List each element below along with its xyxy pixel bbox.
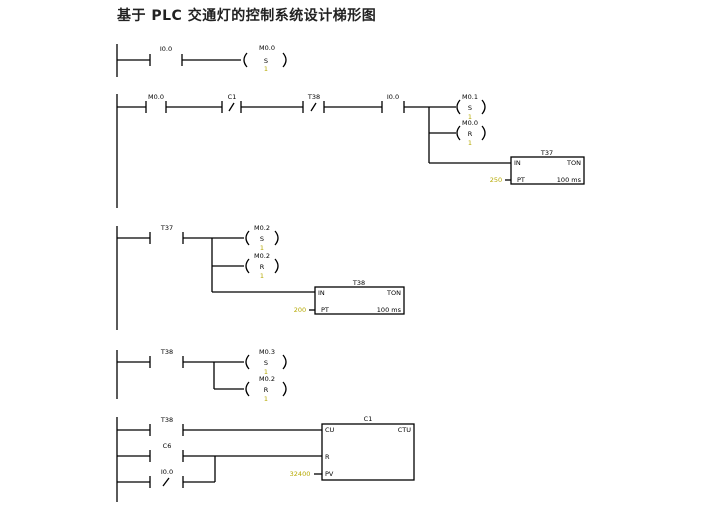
- coil-count: 1: [260, 244, 264, 252]
- contact-label: C6: [163, 442, 172, 450]
- contact-label: T37: [160, 224, 173, 232]
- timer-preset: 200: [294, 306, 306, 314]
- rung-5: T38 C6 I0.0 C1 CU CTU R PV 32400: [116, 415, 415, 502]
- coil-address: M0.2: [254, 224, 270, 232]
- rung-2: M0.0 C1 T38 I0.0 M0.1 S: [116, 93, 585, 208]
- contact-label: T38: [160, 348, 173, 356]
- timer-name: T38: [352, 279, 365, 287]
- counter-name: C1: [364, 415, 373, 423]
- timer-base: 100 ms: [377, 306, 402, 314]
- contact-no: C6: [149, 442, 184, 462]
- coil-count: 1: [468, 139, 472, 147]
- counter-preset: 32400: [290, 470, 311, 478]
- timer-in-pin: IN: [514, 159, 521, 167]
- timer-base: 100 ms: [557, 176, 582, 184]
- coil-reset: M0.2 R 1: [245, 252, 279, 280]
- coil-count: 1: [264, 65, 268, 73]
- rung-4: T38 M0.3 S 1 M0.2 R 1: [116, 348, 287, 403]
- coil-op: S: [260, 235, 264, 243]
- coil-address: M0.2: [254, 252, 270, 260]
- page-title: 基于 PLC 交通灯的控制系统设计梯形图: [117, 8, 377, 24]
- coil-set: M0.1 S 1: [456, 93, 486, 121]
- contact-nc: I0.0: [149, 468, 184, 488]
- coil-address: M0.1: [462, 93, 478, 101]
- timer-pt-pin: PT: [321, 306, 329, 314]
- counter-pv-pin: PV: [325, 470, 334, 478]
- counter-block: C1 CU CTU R PV 32400: [290, 415, 415, 481]
- contact-label: C1: [228, 93, 237, 101]
- timer-pt-pin: PT: [517, 176, 525, 184]
- counter-cu-pin: CU: [325, 426, 335, 434]
- contact-label: I0.0: [387, 93, 399, 101]
- coil-count: 1: [264, 395, 268, 403]
- contact-no: T38: [149, 416, 184, 436]
- coil-set: M0.3 S 1: [245, 348, 287, 376]
- timer-preset: 250: [490, 176, 502, 184]
- rung-1: I0.0 M0.0 S 1: [116, 44, 287, 77]
- coil-address: M0.0: [462, 119, 478, 127]
- coil-count: 1: [264, 368, 268, 376]
- timer-block: T38 IN TON PT 100 ms 200: [294, 279, 405, 315]
- contact-no: T37: [149, 224, 184, 244]
- counter-r-pin: R: [325, 453, 330, 461]
- contact-no: T38: [149, 348, 184, 368]
- contact-nc: T38: [302, 93, 325, 113]
- contact-no: I0.0: [381, 93, 405, 113]
- timer-in-pin: IN: [318, 289, 325, 297]
- contact-label: I0.0: [161, 468, 173, 476]
- rung-3: T37 M0.2 S 1 M0.2 R 1 T38 IN TON PT 100 …: [116, 224, 405, 330]
- timer-type: TON: [566, 159, 581, 167]
- contact-label: I0.0: [160, 45, 172, 53]
- coil-reset: M0.0 R 1: [456, 119, 486, 147]
- contact-no: I0.0: [149, 45, 183, 66]
- timer-type: TON: [386, 289, 401, 297]
- coil-op: S: [264, 57, 268, 65]
- coil-count: 1: [260, 272, 264, 280]
- contact-label: T38: [160, 416, 173, 424]
- coil-set: M0.0 S 1: [243, 44, 287, 73]
- coil-reset: M0.2 R 1: [245, 375, 287, 403]
- coil-count: 1: [468, 113, 472, 121]
- coil-op: R: [264, 386, 269, 394]
- coil-op: R: [260, 263, 265, 271]
- contact-label: T38: [307, 93, 320, 101]
- coil-address: M0.0: [259, 44, 275, 52]
- coil-set: M0.2 S 1: [245, 224, 279, 252]
- timer-block: T37 IN TON PT 100 ms 250: [490, 149, 585, 185]
- contact-no: M0.0: [145, 93, 167, 113]
- coil-op: S: [468, 104, 472, 112]
- contact-nc: C1: [221, 93, 242, 113]
- coil-address: M0.3: [259, 348, 275, 356]
- coil-op: R: [468, 130, 473, 138]
- coil-address: M0.2: [259, 375, 275, 383]
- coil-op: S: [264, 359, 268, 367]
- contact-label: M0.0: [148, 93, 164, 101]
- counter-type: CTU: [398, 426, 412, 434]
- timer-name: T37: [540, 149, 553, 157]
